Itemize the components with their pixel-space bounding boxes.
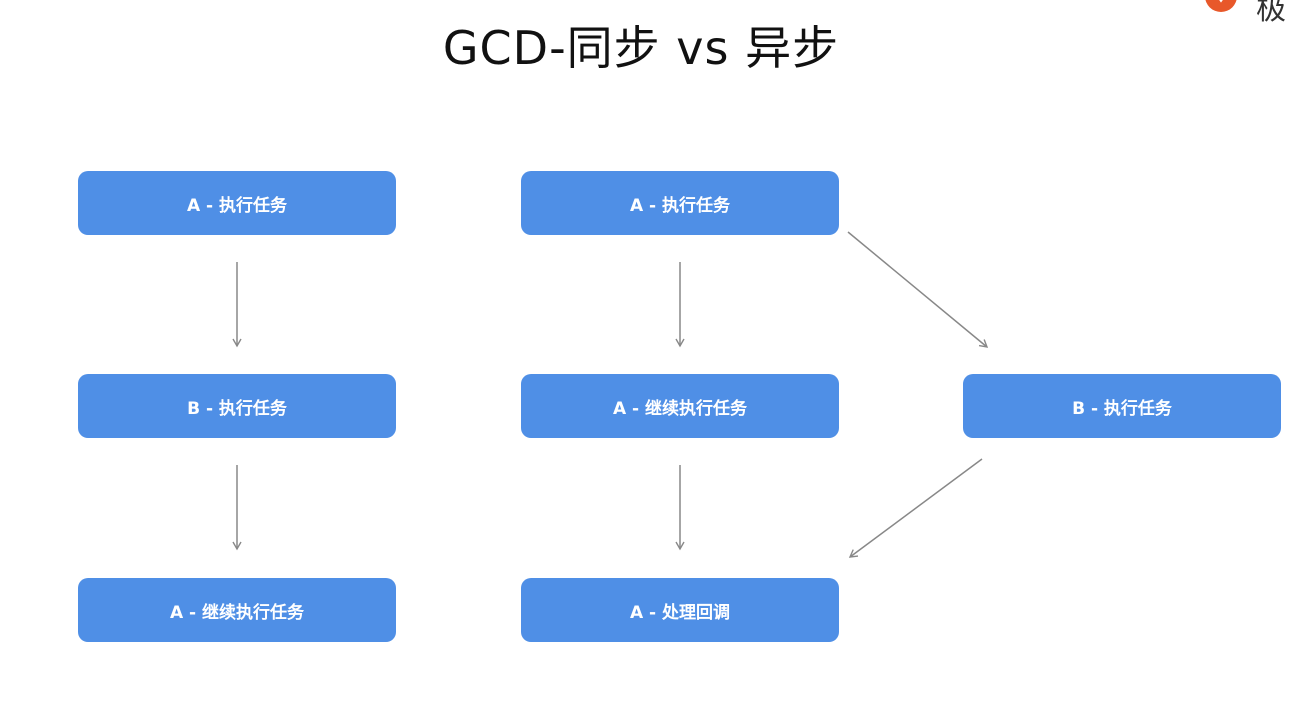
sync-step-a-execute: A - 执行任务 (78, 171, 396, 235)
sync-step-a-continue: A - 继续执行任务 (78, 578, 396, 642)
async-step-a-execute-label: A - 执行任务 (629, 195, 731, 216)
brand-logo: 极 (1204, 0, 1312, 26)
sync-step-a-continue-label: A - 继续执行任务 (169, 602, 305, 623)
sync-step-a-execute-label: A - 执行任务 (186, 195, 288, 216)
async-step-b-execute: B - 执行任务 (963, 374, 1281, 438)
sync-step-b-execute: B - 执行任务 (78, 374, 396, 438)
async-branch-arrow-out (847, 231, 989, 348)
async-step-a-callback-label: A - 处理回调 (629, 602, 731, 623)
async-branch-arrow-back (848, 458, 983, 558)
async-step-a-execute: A - 执行任务 (521, 171, 839, 235)
page-title: GCD-同步 vs 异步 (442, 21, 840, 75)
async-step-a-continue-label: A - 继续执行任务 (612, 398, 748, 419)
brand-logo-icon (1205, 0, 1237, 12)
async-step-b-execute-label: B - 执行任务 (1072, 398, 1172, 419)
brand-logo-text: 极 (1256, 0, 1286, 26)
sync-step-b-execute-label: B - 执行任务 (187, 398, 287, 419)
async-step-a-callback: A - 处理回调 (521, 578, 839, 642)
async-step-a-continue: A - 继续执行任务 (521, 374, 839, 438)
